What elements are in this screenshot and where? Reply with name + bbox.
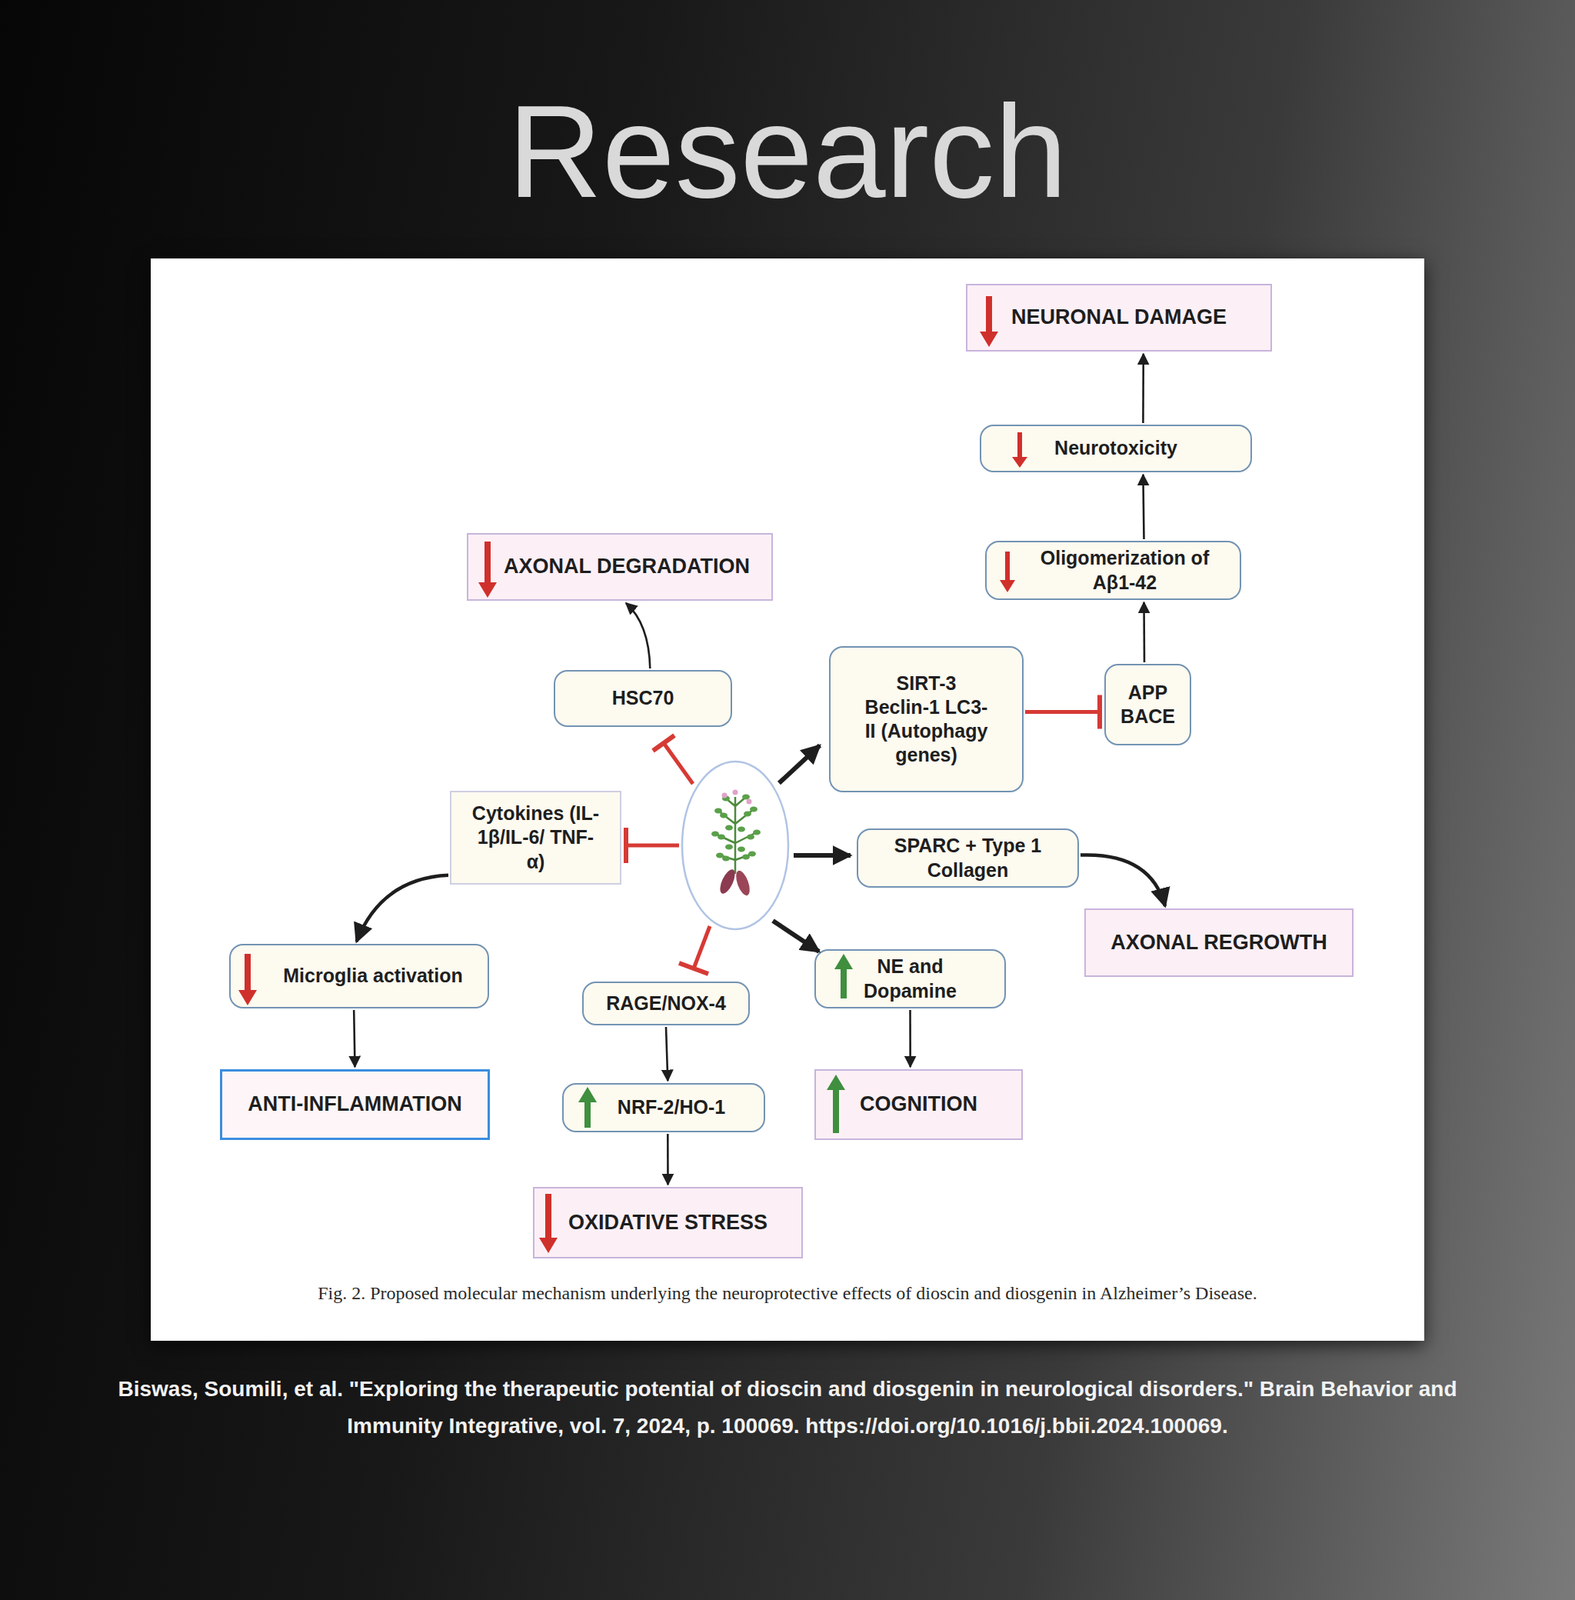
process-box: SPARC + Type 1 Collagen xyxy=(856,828,1079,888)
arrow-connector xyxy=(665,1026,668,1081)
figure-panel: Fig. 2. Proposed molecular mechanism und… xyxy=(150,258,1425,1341)
inhibition-connector xyxy=(1025,709,1100,714)
citation-text: Biswas, Soumili, et al. "Exploring the t… xyxy=(95,1370,1480,1445)
plant-illustration xyxy=(711,789,761,898)
node-text: APP BACE xyxy=(1117,680,1179,730)
node-text: AXONAL DEGRADATION xyxy=(503,553,750,580)
plant-root xyxy=(716,867,738,896)
process-box: Microglia activation xyxy=(229,943,490,1009)
node-text: NRF-2/HO-1 xyxy=(617,1095,726,1119)
node-text: ANTI-INFLAMMATION xyxy=(247,1091,462,1118)
process-box: RAGE/NOX-4 xyxy=(582,981,750,1026)
outcome-box: OXIDATIVE STRESS xyxy=(532,1186,803,1259)
page-title: Research xyxy=(0,86,1575,217)
outcome-box: AXONAL DEGRADATION xyxy=(466,532,773,601)
arrow-connector xyxy=(909,1009,912,1067)
node-text: Microglia activation xyxy=(283,963,463,988)
inhibition-bar xyxy=(1097,695,1103,730)
node-text: RAGE/NOX-4 xyxy=(606,991,726,1016)
process-box: HSC70 xyxy=(553,669,733,727)
arrow-connector xyxy=(666,1133,670,1185)
plant-stem xyxy=(715,796,757,874)
arrow-connector xyxy=(356,875,449,942)
inhibition-line xyxy=(693,925,710,969)
inhibition-bar xyxy=(679,962,709,974)
node-text: Neurotoxicity xyxy=(1054,436,1178,460)
node-text: AXONAL REGROWTH xyxy=(1110,929,1328,956)
plant-root xyxy=(733,869,753,898)
outcome-box: NEURONAL DAMAGE xyxy=(965,283,1272,352)
node-text: NEURONAL DAMAGE xyxy=(1011,304,1227,331)
node-text: NE and Dopamine xyxy=(856,954,965,1003)
node-text: SIRT-3 Beclin-1 LC3-II (Autophagy genes) xyxy=(862,671,990,768)
connector-layer xyxy=(150,258,1425,1341)
process-box: APP BACE xyxy=(1104,663,1192,746)
arrow-connector xyxy=(626,602,650,669)
inhibition-bar xyxy=(623,827,629,863)
node-text: SPARC + Type 1 Collagen xyxy=(879,833,1057,883)
process-box: NRF-2/HO-1 xyxy=(562,1082,766,1133)
arrow-connector xyxy=(1080,854,1166,906)
inhibition-bar xyxy=(652,735,675,751)
compound-ellipse xyxy=(682,761,789,930)
outcome-box: COGNITION xyxy=(814,1068,1023,1140)
outcome-box: AXONAL REGROWTH xyxy=(1084,908,1354,977)
node-text: Oligomerization of Aβ1-42 xyxy=(1025,546,1226,595)
decrease-icons xyxy=(238,296,1028,1253)
cytokine-box: Cytokines (IL-1β/IL-6/ TNF-α) xyxy=(449,790,622,885)
activation-arrow xyxy=(772,920,820,952)
increase-icons xyxy=(578,953,853,1133)
arrow-connector xyxy=(353,1009,355,1067)
arrow-connector xyxy=(1142,602,1146,663)
figure-caption: Fig. 2. Proposed molecular mechanism und… xyxy=(150,1282,1425,1304)
inhibition-arrows xyxy=(626,735,710,974)
outcome-box: ANTI-INFLAMMATION xyxy=(219,1068,490,1140)
node-text: OXIDATIVE STRESS xyxy=(568,1209,768,1236)
process-box: Oligomerization of Aβ1-42 xyxy=(985,540,1242,600)
node-text: HSC70 xyxy=(612,685,675,710)
activation-arrow xyxy=(779,745,820,783)
node-text: COGNITION xyxy=(859,1091,978,1118)
inhibition-line xyxy=(663,742,693,784)
arrow-connector xyxy=(1142,353,1145,423)
figure-art xyxy=(150,258,1425,1341)
arrow-connector xyxy=(1142,474,1144,540)
inhibition-line xyxy=(626,843,680,848)
process-box: SIRT-3 Beclin-1 LC3-II (Autophagy genes) xyxy=(829,645,1024,793)
node-text: Cytokines (IL-1β/IL-6/ TNF-α) xyxy=(468,801,603,874)
plant-leaves xyxy=(711,794,761,862)
activation-arrow xyxy=(793,852,851,858)
plant-flowers xyxy=(722,789,753,805)
